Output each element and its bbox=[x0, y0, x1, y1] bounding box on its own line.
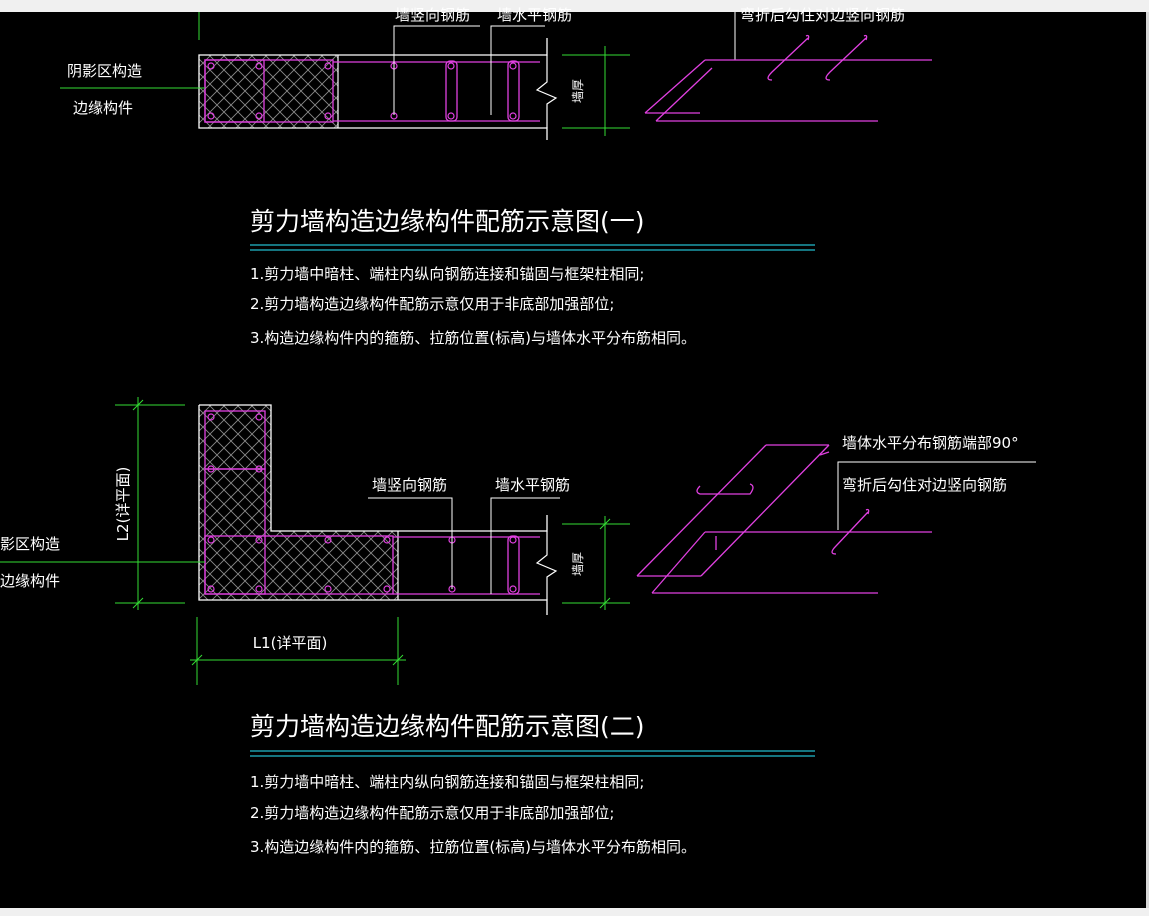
label-shade-region-1-line1: 阴影区构造 bbox=[67, 62, 142, 80]
dimensions-2 bbox=[0, 397, 630, 685]
bend-detail-1 bbox=[644, 34, 932, 122]
window-bottom-bar bbox=[0, 908, 1149, 916]
window-top-bar bbox=[0, 0, 1149, 12]
wall-outline-1 bbox=[198, 38, 548, 140]
title-2: 剪力墙构造边缘构件配筋示意图(二) bbox=[250, 712, 645, 741]
break-symbol-1 bbox=[535, 55, 558, 128]
label-horizontal-rebar-2: 墙水平钢筋 bbox=[495, 476, 570, 494]
stirrups-2 bbox=[204, 410, 540, 595]
diagram-2: 影区构造 边缘构件 墙竖向钢筋 墙水平钢筋 墙厚 L2(详平面) L1(详平面)… bbox=[0, 397, 1036, 856]
leader-horizontal-rebar-2 bbox=[490, 497, 560, 594]
label-horizontal-rebar-1: 墙水平钢筋 bbox=[497, 6, 572, 24]
wall-outline-2-top bbox=[199, 404, 548, 532]
scrollbar-edge[interactable] bbox=[1146, 12, 1149, 908]
note-2-2: 2.剪力墙构造边缘构件配筋示意仅用于非底部加强部位; bbox=[250, 804, 614, 822]
rebar-dots-1 bbox=[207, 62, 517, 120]
bend-detail-2 bbox=[636, 444, 932, 594]
note-1-3: 3.构造边缘构件内的箍筋、拉筋位置(标高)与墙体水平分布筋相同。 bbox=[250, 329, 696, 347]
note-2-1: 1.剪力墙中暗柱、端柱内纵向钢筋连接和锚固与框架柱相同; bbox=[250, 773, 644, 791]
break-symbol-2 bbox=[535, 531, 558, 600]
shaded-region-2 bbox=[199, 405, 398, 600]
label-bend-note-2-line2: 弯折后勾住对边竖向钢筋 bbox=[842, 476, 1007, 494]
tie-bar-1a bbox=[445, 60, 458, 122]
shaded-region-1 bbox=[199, 55, 338, 128]
note-1-2: 2.剪力墙构造边缘构件配筋示意仅用于非底部加强部位; bbox=[250, 295, 614, 313]
tie-bar-1b bbox=[507, 60, 520, 122]
label-shade-region-2-line1: 影区构造 bbox=[0, 535, 60, 553]
note-1-1: 1.剪力墙中暗柱、端柱内纵向钢筋连接和锚固与框架柱相同; bbox=[250, 265, 644, 283]
wall-outline-2-bottom bbox=[198, 405, 548, 615]
label-shade-region-1-line2: 边缘构件 bbox=[73, 99, 133, 117]
label-vertical-rebar-1: 墙竖向钢筋 bbox=[395, 6, 470, 24]
leader-vertical-rebar-1 bbox=[393, 25, 480, 115]
label-bend-note-2-line1: 墙体水平分布钢筋端部90° bbox=[842, 434, 1019, 452]
leader-vertical-rebar-2 bbox=[368, 497, 453, 589]
label-wall-thickness-1: 墙厚 bbox=[571, 79, 585, 103]
title-1: 剪力墙构造边缘构件配筋示意图(一) bbox=[250, 207, 645, 236]
label-wall-thickness-2: 墙厚 bbox=[571, 552, 585, 576]
label-shade-region-2-line2: 边缘构件 bbox=[0, 572, 60, 590]
stirrup-1b bbox=[204, 59, 334, 123]
label-bend-note-1: 弯折后勾住对边竖向钢筋 bbox=[740, 6, 905, 24]
label-L1: L1(详平面) bbox=[253, 634, 328, 652]
leader-horizontal-rebar-1 bbox=[490, 25, 545, 115]
leader-bend-note-2 bbox=[837, 461, 1036, 530]
label-vertical-rebar-2: 墙竖向钢筋 bbox=[372, 476, 447, 494]
diagram-1: 阴影区构造 边缘构件 墙竖向钢筋 墙水平钢筋 墙厚 弯折后勾住对边竖向钢筋 剪力… bbox=[60, 6, 932, 347]
label-L2: L2(详平面) bbox=[114, 467, 132, 542]
note-2-3: 3.构造边缘构件内的箍筋、拉筋位置(标高)与墙体水平分布筋相同。 bbox=[250, 838, 696, 856]
